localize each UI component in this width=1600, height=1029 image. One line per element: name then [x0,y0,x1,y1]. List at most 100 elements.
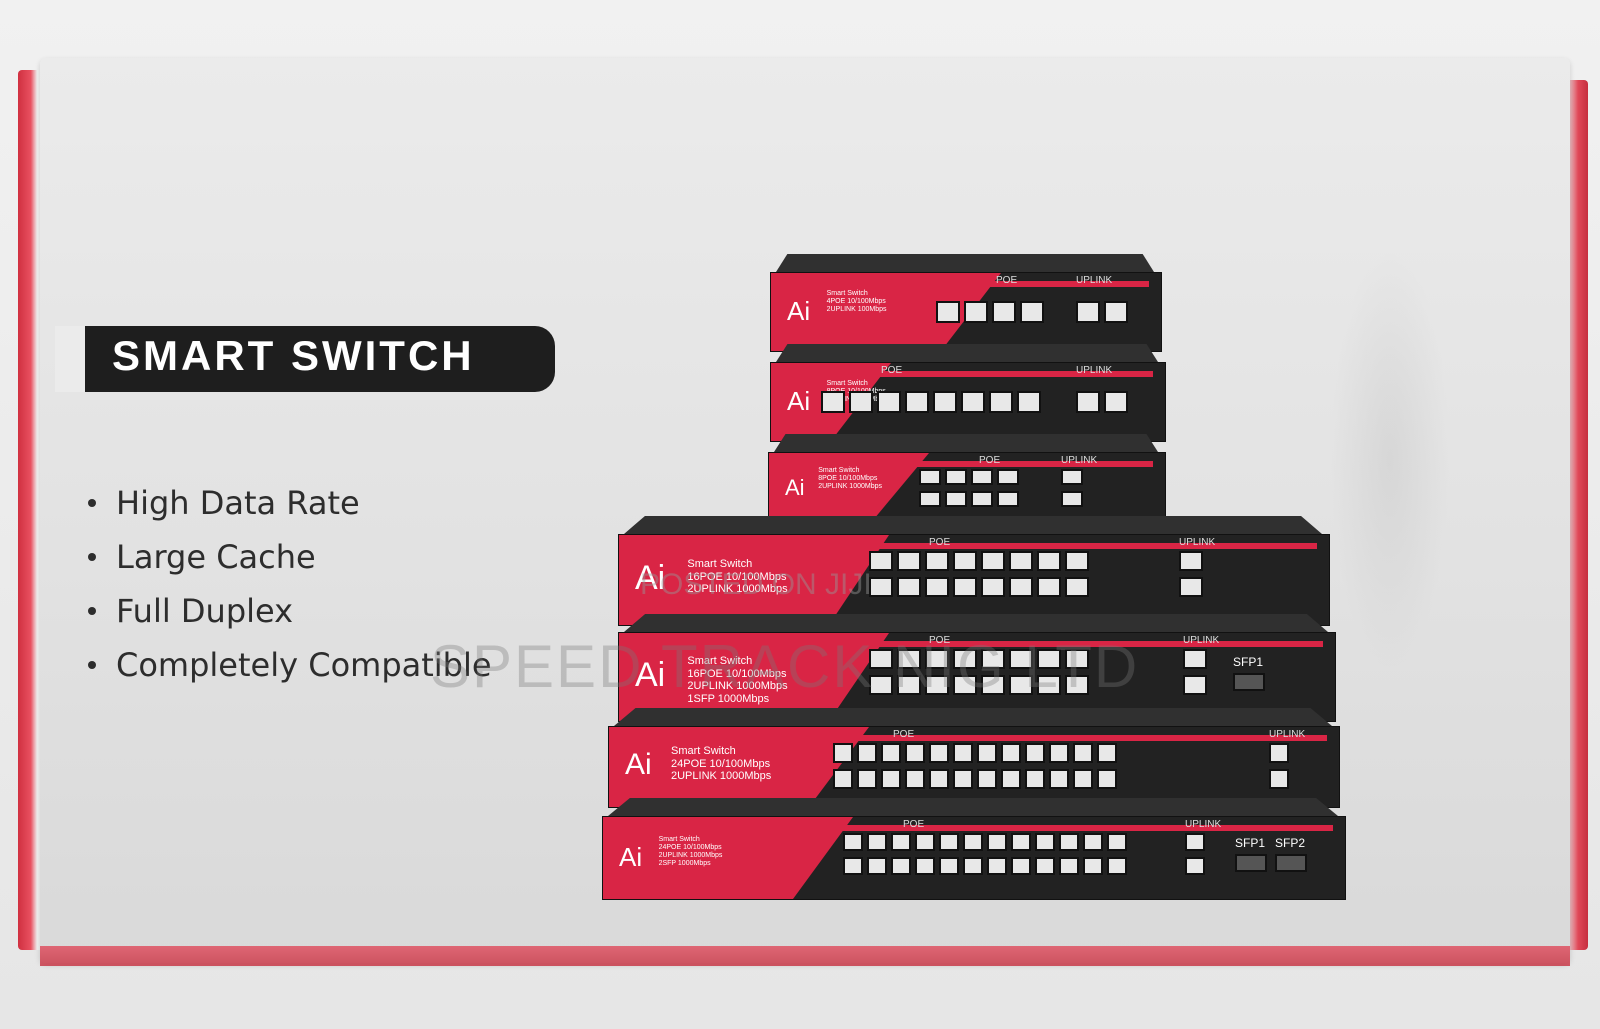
ethernet-port[interactable] [963,833,983,851]
ethernet-port[interactable] [929,769,949,789]
ethernet-port[interactable] [1083,857,1103,875]
ethernet-port[interactable] [963,857,983,875]
ethernet-port[interactable] [1107,833,1127,851]
ethernet-port[interactable] [925,577,949,597]
ethernet-port[interactable] [997,491,1019,507]
ethernet-port[interactable] [905,769,925,789]
ethernet-port[interactable] [1037,675,1061,695]
ethernet-port[interactable] [977,769,997,789]
ethernet-port[interactable] [867,857,887,875]
ethernet-port[interactable] [1037,577,1061,597]
ethernet-port[interactable] [897,551,921,571]
ethernet-port[interactable] [905,743,925,763]
ethernet-port[interactable] [971,469,993,485]
uplink-port[interactable] [1061,469,1083,485]
ethernet-port[interactable] [1065,675,1089,695]
ethernet-port[interactable] [1020,301,1044,323]
uplink-port[interactable] [1183,649,1207,669]
uplink-port[interactable] [1185,833,1205,851]
ethernet-port[interactable] [869,675,893,695]
ethernet-port[interactable] [881,743,901,763]
ethernet-port[interactable] [981,675,1005,695]
ethernet-port[interactable] [1073,743,1093,763]
uplink-port[interactable] [1185,857,1205,875]
uplink-port[interactable] [1104,301,1128,323]
ethernet-port[interactable] [925,675,949,695]
ethernet-port[interactable] [939,857,959,875]
ethernet-port[interactable] [897,649,921,669]
ethernet-port[interactable] [961,391,985,413]
ethernet-port[interactable] [1065,649,1089,669]
ethernet-port[interactable] [1011,833,1031,851]
ethernet-port[interactable] [981,551,1005,571]
ethernet-port[interactable] [877,391,901,413]
ethernet-port[interactable] [1009,649,1033,669]
ethernet-port[interactable] [869,649,893,669]
ethernet-port[interactable] [997,469,1019,485]
ethernet-port[interactable] [953,743,973,763]
ethernet-port[interactable] [843,833,863,851]
ethernet-port[interactable] [1035,833,1055,851]
ethernet-port[interactable] [1011,857,1031,875]
ethernet-port[interactable] [981,649,1005,669]
ethernet-port[interactable] [915,833,935,851]
uplink-port[interactable] [1076,391,1100,413]
ethernet-port[interactable] [1009,577,1033,597]
ethernet-port[interactable] [905,391,929,413]
ethernet-port[interactable] [1001,769,1021,789]
ethernet-port[interactable] [869,577,893,597]
ethernet-port[interactable] [925,551,949,571]
ethernet-port[interactable] [833,743,853,763]
ethernet-port[interactable] [1065,577,1089,597]
ethernet-port[interactable] [964,301,988,323]
ethernet-port[interactable] [857,769,877,789]
ethernet-port[interactable] [953,675,977,695]
uplink-port[interactable] [1269,769,1289,789]
uplink-port[interactable] [1061,491,1083,507]
ethernet-port[interactable] [945,491,967,507]
ethernet-port[interactable] [936,301,960,323]
ethernet-port[interactable] [821,391,845,413]
ethernet-port[interactable] [1049,769,1069,789]
ethernet-port[interactable] [953,577,977,597]
ethernet-port[interactable] [897,675,921,695]
ethernet-port[interactable] [987,857,1007,875]
ethernet-port[interactable] [1049,743,1069,763]
uplink-port[interactable] [1269,743,1289,763]
ethernet-port[interactable] [939,833,959,851]
ethernet-port[interactable] [971,491,993,507]
uplink-port[interactable] [1076,301,1100,323]
ethernet-port[interactable] [867,833,887,851]
ethernet-port[interactable] [945,469,967,485]
ethernet-port[interactable] [953,769,973,789]
ethernet-port[interactable] [925,649,949,669]
ethernet-port[interactable] [1083,833,1103,851]
ethernet-port[interactable] [881,769,901,789]
ethernet-port[interactable] [891,857,911,875]
uplink-port[interactable] [1179,551,1203,571]
ethernet-port[interactable] [1001,743,1021,763]
ethernet-port[interactable] [1073,769,1093,789]
ethernet-port[interactable] [1037,649,1061,669]
ethernet-port[interactable] [915,857,935,875]
ethernet-port[interactable] [849,391,873,413]
uplink-port[interactable] [1183,675,1207,695]
ethernet-port[interactable] [977,743,997,763]
sfp-port[interactable] [1235,854,1267,872]
ethernet-port[interactable] [953,551,977,571]
ethernet-port[interactable] [992,301,1016,323]
ethernet-port[interactable] [953,649,977,669]
ethernet-port[interactable] [919,469,941,485]
ethernet-port[interactable] [929,743,949,763]
ethernet-port[interactable] [1017,391,1041,413]
ethernet-port[interactable] [1107,857,1127,875]
ethernet-port[interactable] [989,391,1013,413]
ethernet-port[interactable] [1009,551,1033,571]
uplink-port[interactable] [1179,577,1203,597]
ethernet-port[interactable] [933,391,957,413]
ethernet-port[interactable] [1065,551,1089,571]
ethernet-port[interactable] [897,577,921,597]
ethernet-port[interactable] [981,577,1005,597]
ethernet-port[interactable] [1097,743,1117,763]
ethernet-port[interactable] [1037,551,1061,571]
